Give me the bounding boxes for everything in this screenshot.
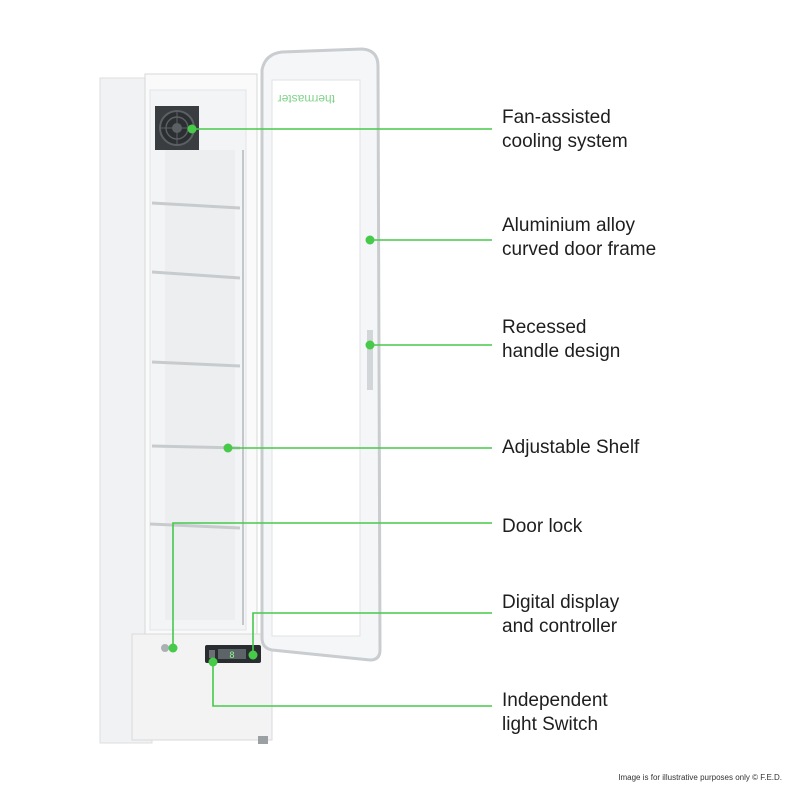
disclaimer-footnote: Image is for illustrative purposes only …	[618, 773, 782, 782]
recessed-handle	[367, 330, 373, 390]
feature-label-fan: Fan-assisted cooling system	[502, 107, 628, 152]
feature-label-shelf: Adjustable Shelf	[502, 437, 640, 458]
feature-label-switch: Independent light Switch	[502, 690, 608, 735]
feature-label-frame: Aluminium alloy curved door frame	[502, 215, 657, 260]
door-logo: thermaster	[278, 92, 335, 106]
shelves	[149, 201, 241, 530]
fan-marker-dot	[187, 124, 197, 134]
controller-readout: 8	[229, 651, 234, 661]
feature-label-lock: Door lock	[502, 516, 583, 537]
lock-cylinder-icon	[161, 644, 169, 652]
feature-label-display: Digital display and controller	[502, 592, 620, 637]
switch-marker-dot	[208, 657, 218, 667]
callouts	[168, 124, 492, 707]
display-marker-dot	[248, 650, 258, 660]
frame-marker-dot	[365, 235, 375, 245]
feature-label-handle: Recessed handle design	[502, 317, 621, 362]
glass-door: thermaster	[260, 47, 382, 662]
lock-marker-dot	[168, 643, 178, 653]
cabinet: 8	[99, 73, 273, 744]
controller-screen	[218, 649, 246, 659]
shelf-marker-dot	[223, 443, 233, 453]
handle-marker-dot	[365, 340, 375, 350]
light-switch	[209, 650, 215, 658]
